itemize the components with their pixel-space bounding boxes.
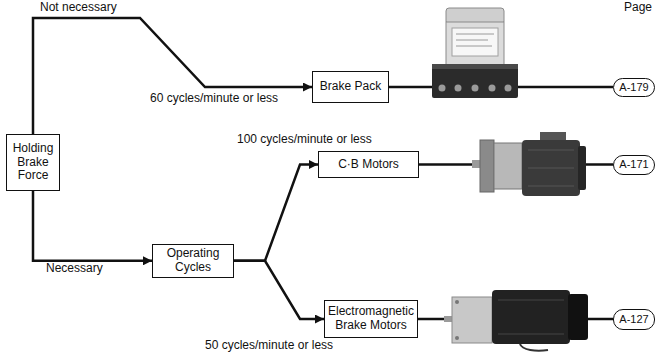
socket-base bbox=[432, 64, 518, 98]
page-reference: A-127 bbox=[613, 309, 655, 330]
relay-plate bbox=[452, 28, 498, 56]
terminal-screw bbox=[489, 85, 496, 92]
motor-end-cap bbox=[578, 146, 586, 190]
edge-label: 50 cycles/minute or less bbox=[205, 339, 333, 353]
gear-flange bbox=[480, 140, 494, 192]
gear-screw bbox=[455, 300, 459, 304]
edge-label: Not necessary bbox=[40, 1, 117, 15]
terminal-screw bbox=[439, 85, 446, 92]
gear-head bbox=[494, 143, 522, 189]
edge-label: 100 cycles/minute or less bbox=[237, 133, 372, 147]
brake-motor-picture bbox=[444, 290, 588, 351]
box-text: Brake Pack bbox=[316, 80, 385, 94]
column-heading: Page bbox=[624, 1, 652, 15]
cb-motor-picture bbox=[472, 132, 586, 196]
terminal-screw bbox=[505, 85, 512, 92]
terminal-screw bbox=[455, 85, 462, 92]
socket-rim bbox=[432, 64, 518, 69]
motor-fin bbox=[528, 150, 574, 151]
box-text: C·B Motors bbox=[322, 158, 415, 172]
process-box: C·B Motors bbox=[318, 151, 419, 178]
box-text: A-171 bbox=[616, 158, 652, 171]
page-reference: A-179 bbox=[613, 78, 655, 97]
brake-section bbox=[568, 294, 588, 340]
box-text: A-127 bbox=[616, 313, 652, 326]
process-box: Brake Pack bbox=[312, 71, 389, 103]
lead-wire bbox=[520, 344, 548, 351]
connector bbox=[33, 18, 312, 134]
plate-line bbox=[456, 40, 488, 41]
terminal-screw bbox=[472, 85, 479, 92]
connector bbox=[33, 191, 152, 261]
page-reference: A-171 bbox=[613, 155, 655, 175]
box-text: A-179 bbox=[616, 81, 652, 94]
connector bbox=[234, 165, 318, 261]
plate-line bbox=[456, 34, 494, 35]
motor-fin bbox=[498, 300, 564, 301]
gear-screw bbox=[455, 336, 459, 340]
motor-fin bbox=[498, 334, 564, 335]
condition-label: 60 cycles/minute or less bbox=[150, 92, 278, 106]
process-box: Operating Cycles bbox=[152, 244, 234, 278]
box-text: Holding Brake Force bbox=[10, 142, 56, 183]
box-text: Electromagnetic Brake Motors bbox=[328, 305, 414, 333]
plate-line bbox=[456, 46, 492, 47]
relay-body bbox=[446, 22, 504, 68]
motor-body bbox=[492, 290, 570, 344]
process-box: Electromagnetic Brake Motors bbox=[324, 300, 418, 338]
motor-fin bbox=[528, 168, 574, 169]
box-text: Operating Cycles bbox=[156, 247, 230, 275]
connector bbox=[234, 261, 324, 319]
brake-pack-picture bbox=[432, 8, 518, 98]
process-box: Holding Brake Force bbox=[6, 134, 60, 191]
gear-head bbox=[452, 297, 492, 343]
motor-body bbox=[522, 140, 580, 196]
edge-label: Necessary bbox=[46, 262, 103, 276]
motor-fin bbox=[528, 186, 574, 187]
